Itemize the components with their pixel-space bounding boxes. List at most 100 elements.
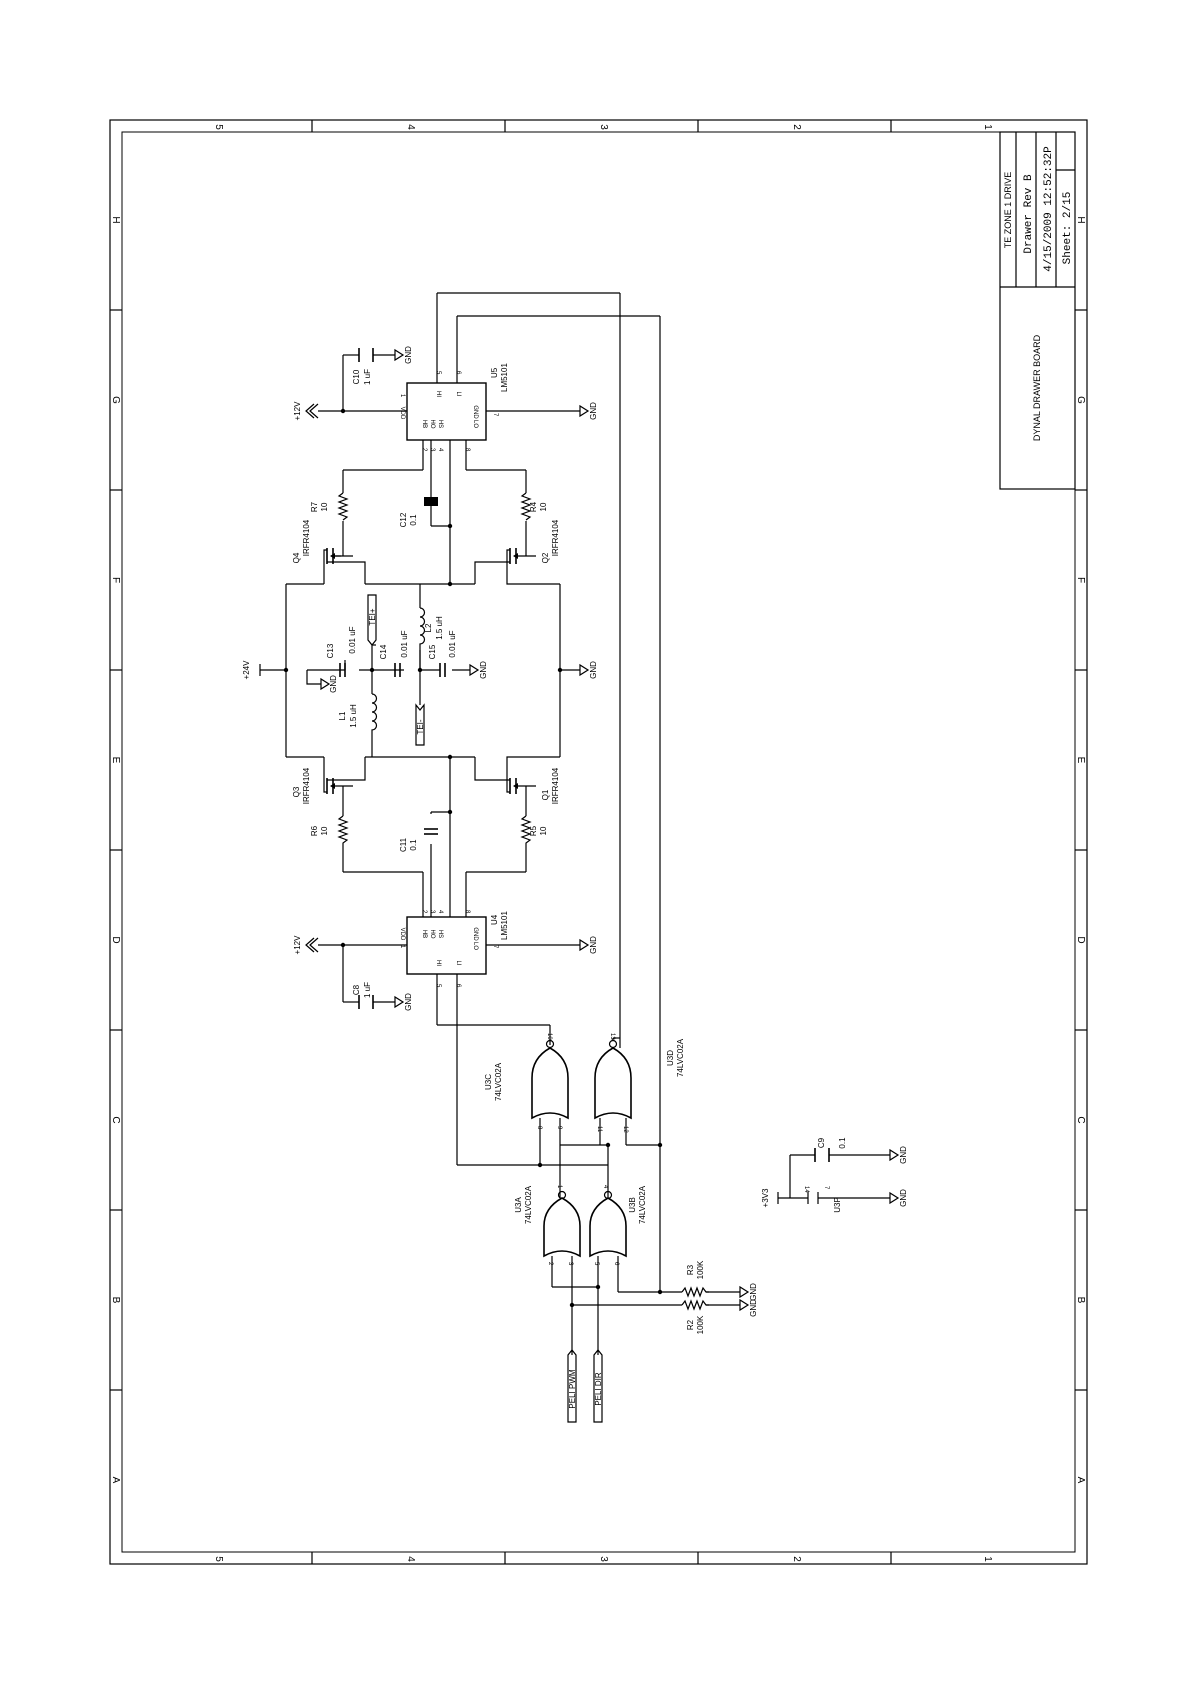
- c12-ref: C12: [399, 512, 408, 527]
- nor-gate-u3c: U3C 74LVC02A 10 8 9: [484, 1033, 569, 1130]
- title-sheet: Sheet: 2/15: [1062, 192, 1074, 265]
- u3c-pin-8: 8: [536, 1126, 542, 1130]
- row-label-right: C: [1075, 1116, 1086, 1123]
- gnd-label: GND: [749, 1283, 758, 1301]
- l1-ref: L1: [338, 711, 347, 720]
- gnd-symbol-u3p: GND: [889, 1189, 908, 1207]
- col-label-bottom: 3: [598, 1556, 609, 1562]
- tei-minus-flag: TEI-: [415, 703, 425, 746]
- u3c-pin-10: 10: [546, 1033, 552, 1040]
- col-label-top: 1: [982, 124, 993, 130]
- c12-value: 0.1: [409, 514, 418, 526]
- title-board-name: DYNAL DRAWER BOARD: [1032, 334, 1042, 441]
- c9-ref: C9: [817, 1137, 826, 1148]
- u3c-ref: U3C: [484, 1074, 493, 1090]
- r2-value: 100K: [696, 1315, 705, 1334]
- u4-pin-num-3: 3: [429, 910, 435, 914]
- col-label-bottom: 1: [982, 1556, 993, 1562]
- u4-pin-num-2: 2: [421, 910, 427, 914]
- row-label-right: E: [1075, 757, 1086, 764]
- row-label-left: D: [110, 936, 121, 943]
- u5-pin-li: LI: [455, 391, 461, 396]
- capacitor-c14: C14 0.01 uF: [379, 630, 409, 677]
- c9-value: 0.1: [838, 1137, 847, 1149]
- resistor-r4: R4 10: [520, 492, 548, 521]
- u5-pin-vdd: VDD: [399, 407, 405, 420]
- gnd-label: GND: [899, 1146, 908, 1164]
- power-symbols: +12V +12V +24V +3V3 GND GND GND: [242, 346, 908, 1317]
- mosfet-q1: Q1 IRFR4104: [474, 756, 560, 804]
- dir-input-flag: PELI DIR: [593, 1349, 603, 1423]
- c15-ref: C15: [428, 644, 437, 659]
- row-label-right: G: [1075, 396, 1086, 404]
- row-label-left: B: [110, 1297, 121, 1304]
- resistor-r6: R6 10: [310, 815, 349, 846]
- u4-pin-gnd: GND: [472, 927, 478, 941]
- col-label-top: 5: [213, 124, 224, 130]
- resistor-r3: R3 100K: [681, 1260, 709, 1298]
- u5-pin-gnd: GND: [472, 405, 478, 419]
- gnd-label: GND: [404, 993, 413, 1011]
- u4-pin-hs: HS: [437, 930, 443, 938]
- u3b-pin-6: 6: [613, 1262, 619, 1266]
- u4-pin-num-8: 8: [464, 910, 470, 914]
- u3c-value: 74LVC02A: [494, 1062, 503, 1101]
- capacitors: C10 1 uF C12 0.1 C13 0.01 uF C14 0.01 uF…: [326, 348, 847, 1162]
- row-label-left: A: [110, 1477, 121, 1484]
- tei-plus-label: TEI+: [368, 608, 377, 625]
- title-drawer-rev: Drawer Rev B: [1023, 174, 1035, 254]
- v3v3-label: +3V3: [761, 1188, 770, 1207]
- c10-ref: C10: [352, 369, 361, 384]
- r5-value: 10: [539, 826, 548, 835]
- driver-u4: VDD HB HO HS HI LI GND LO 1 2 3 4 5 6 7 …: [399, 910, 509, 988]
- v12-symbol-bottom: +12V: [293, 935, 319, 955]
- gnd-symbol-r3: GND: [739, 1283, 758, 1301]
- row-label-left: F: [110, 577, 121, 583]
- gnd-symbol-c13: GND: [306, 670, 338, 693]
- mosfets: Q4 IRFR4104 Q2 IRFR4104 Q3 IRFR4104 Q1 I…: [292, 519, 560, 804]
- u5-pin-num-1: 1: [399, 394, 405, 398]
- c8-ref: C8: [352, 984, 361, 995]
- u3a-pin-3: 3: [567, 1262, 573, 1266]
- q1-value: IRFR4104: [551, 767, 560, 804]
- capacitor-c13: C13 0.01 uF: [326, 626, 357, 677]
- c13-value: 0.01 uF: [348, 626, 357, 653]
- c14-ref: C14: [379, 644, 388, 659]
- u3c-pin-9: 9: [556, 1126, 562, 1130]
- q1-ref: Q1: [541, 789, 550, 800]
- u4-pin-num-1: 1: [399, 945, 405, 949]
- mosfet-q4: Q4 IRFR4104: [292, 519, 366, 584]
- row-label-right: B: [1075, 1297, 1086, 1304]
- l1-value: 1.5 uH: [349, 704, 358, 728]
- u3d-pin-11: 11: [596, 1126, 602, 1133]
- v24-symbol: +24V: [242, 660, 261, 680]
- dir-label: PELI DIR: [594, 1372, 603, 1406]
- u3a-pin-1: 1: [556, 1185, 562, 1189]
- gnd-label: GND: [589, 402, 598, 420]
- row-label-left: H: [110, 216, 121, 223]
- u4-pin-hi: HI: [435, 960, 441, 966]
- nor-gate-u3d: U3D 74LVC02A 13 11 12: [594, 1033, 685, 1133]
- net-flags: TEI+ TEI- PELI PWM PELI DIR: [367, 594, 603, 1423]
- u5-pin-num-5: 5: [435, 371, 441, 375]
- col-label-bottom: 5: [213, 1556, 224, 1562]
- gnd-label: GND: [329, 675, 338, 693]
- col-label-top: 4: [405, 124, 416, 130]
- u3p-pin-14: 14: [803, 1186, 809, 1193]
- title-date: 4/15/2009 12:52:32P: [1043, 146, 1055, 272]
- u4-pin-vdd: VDD: [399, 928, 405, 941]
- u5-pin-num-4: 4: [437, 448, 443, 452]
- gnd-label: GND: [589, 661, 598, 679]
- v12-label-bottom: +12V: [293, 935, 302, 955]
- v24-label: +24V: [242, 660, 251, 680]
- nor-gate-u3a: U3A 74LVC02A 1 2 3: [514, 1185, 581, 1266]
- c8-value: 1 uF: [363, 982, 372, 998]
- u5-pin-num-3: 3: [429, 448, 435, 452]
- title-project: TE ZONE 1 DRIVE: [1003, 172, 1013, 249]
- u3a-pin-2: 2: [547, 1262, 553, 1266]
- q3-ref: Q3: [292, 786, 301, 797]
- capacitor-c12: C12 0.1: [399, 497, 438, 527]
- u5-pin-num-2: 2: [421, 448, 427, 452]
- capacitor-c8: C8 1 uF: [352, 982, 374, 1009]
- gnd-symbol-c15: GND: [469, 661, 488, 679]
